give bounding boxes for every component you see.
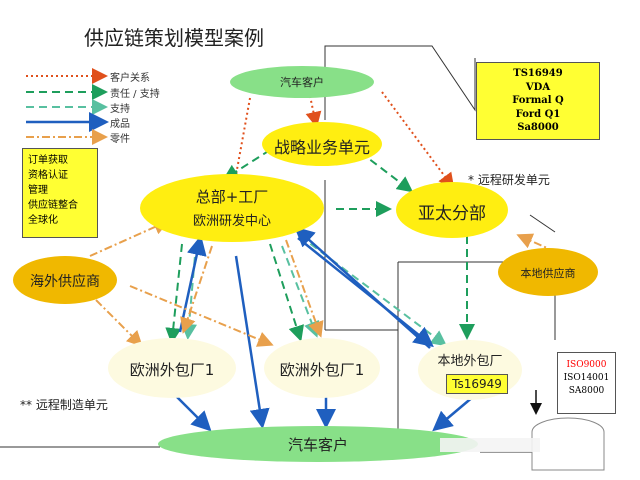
node-customer-top [230, 66, 374, 98]
arrow-overseas-to-eu2 [129, 285, 274, 347]
overseas-supplier-label: 海外供应商 [30, 274, 100, 290]
arrow-customer-to-hq [228, 97, 251, 190]
arrow-local-to-hq [294, 226, 431, 349]
eu-outsource-2-label: 欧洲外包厂1 [279, 361, 365, 379]
faded-bar [440, 438, 540, 452]
legend-label-customer-relation: 客户关系 [110, 73, 150, 84]
page-title: 供应链策划模型案例 [84, 26, 264, 50]
standard-item: Ford Q1 [515, 108, 561, 120]
legend-label-support: 支持 [110, 104, 130, 115]
node-eu-outsource-2 [264, 338, 380, 398]
node-eu-outsource-1 [108, 338, 236, 398]
iso-box: ISO9000 ISO14001 SA8000 [557, 352, 616, 414]
standard-item: VDA [525, 81, 551, 93]
arrow-strategic-to-asia [359, 151, 414, 193]
parts-arrows [89, 219, 557, 347]
eu-outsource-1-label: 欧洲外包厂1 [129, 361, 215, 379]
standard-item: Sa8000 [517, 122, 559, 133]
arrow-overseas-to-eu1 [95, 299, 143, 347]
hq-label-line2: 欧洲研发中心 [192, 214, 271, 229]
legend-lines [26, 68, 109, 145]
partial-customer-shape [531, 417, 605, 471]
capability-item: 全球化 [28, 215, 58, 226]
arrow-overseas-to-hq [89, 219, 170, 257]
responsibility-arrows [165, 149, 475, 344]
arrow-hq-to-customer [234, 255, 270, 429]
remote-mfg-note: ** 远程制造单元 [20, 398, 108, 412]
capabilities-box: 订单获取 资格认证 管理 供应链整合 全球化 [22, 148, 98, 238]
standards-box: TS16949 VDA Formal Q Ford Q1 Sa8000 [476, 62, 600, 140]
node-hq [140, 174, 324, 242]
legend-label-responsibility: 责任 / 支持 [110, 89, 160, 100]
legend-label-parts: 零件 [110, 134, 130, 145]
local-supplier-label: 本地供应商 [520, 267, 576, 280]
node-strategic-unit [262, 122, 382, 166]
arrow-hq-to-local [297, 237, 434, 348]
node-local-supplier [498, 248, 598, 296]
arrow-hq-to-eu2 [269, 243, 304, 342]
asia-pacific-label: 亚太分部 [418, 204, 486, 224]
capability-item: 资格认证 [28, 170, 68, 181]
capability-item: 管理 [28, 185, 48, 196]
arrow-customer-to-strategic [305, 95, 322, 128]
customer-top-label: 汽车客户 [280, 76, 324, 89]
arrow-hq-parts-eu1 [180, 245, 213, 334]
iso-item: SA8000 [568, 386, 605, 396]
legend-label-product: 成品 [110, 119, 130, 130]
strategic-unit-label: 战略业务单元 [273, 138, 370, 157]
standard-item: TS16949 [513, 68, 563, 79]
local-outsource-cert-badge: Ts16949 [446, 374, 508, 394]
node-overseas-supplier [13, 256, 117, 304]
capability-item: 订单获取 [28, 155, 68, 166]
iso-item: ISO14001 [563, 373, 610, 383]
node-customer-bottom [158, 426, 478, 462]
arrow-hq-to-eu1 [165, 243, 183, 344]
finished-product-arrows [159, 226, 475, 432]
arrow-customer-to-asia [381, 91, 455, 190]
capability-item: 供应链整合 [28, 200, 78, 211]
local-outsource-label: 本地外包厂 [437, 354, 503, 369]
iso-item-highlight: ISO9000 [566, 360, 607, 370]
remote-rd-note: * 远程研发单元 [468, 173, 550, 187]
arrow-hq-parts-eu2 [285, 239, 324, 338]
frame-line-asia-local [529, 214, 556, 233]
standard-item: Formal Q [512, 95, 564, 106]
arrow-local-to-customer [432, 395, 475, 432]
hq-label-line1: 总部+工厂 [195, 188, 269, 206]
customer-bottom-label: 汽车客户 [287, 436, 348, 454]
arrow-eu1-to-hq [178, 235, 207, 333]
arrow-hq-support-eu2 [281, 245, 320, 338]
node-asia-pacific [396, 182, 508, 238]
arrow-strategic-to-hq [222, 149, 271, 181]
